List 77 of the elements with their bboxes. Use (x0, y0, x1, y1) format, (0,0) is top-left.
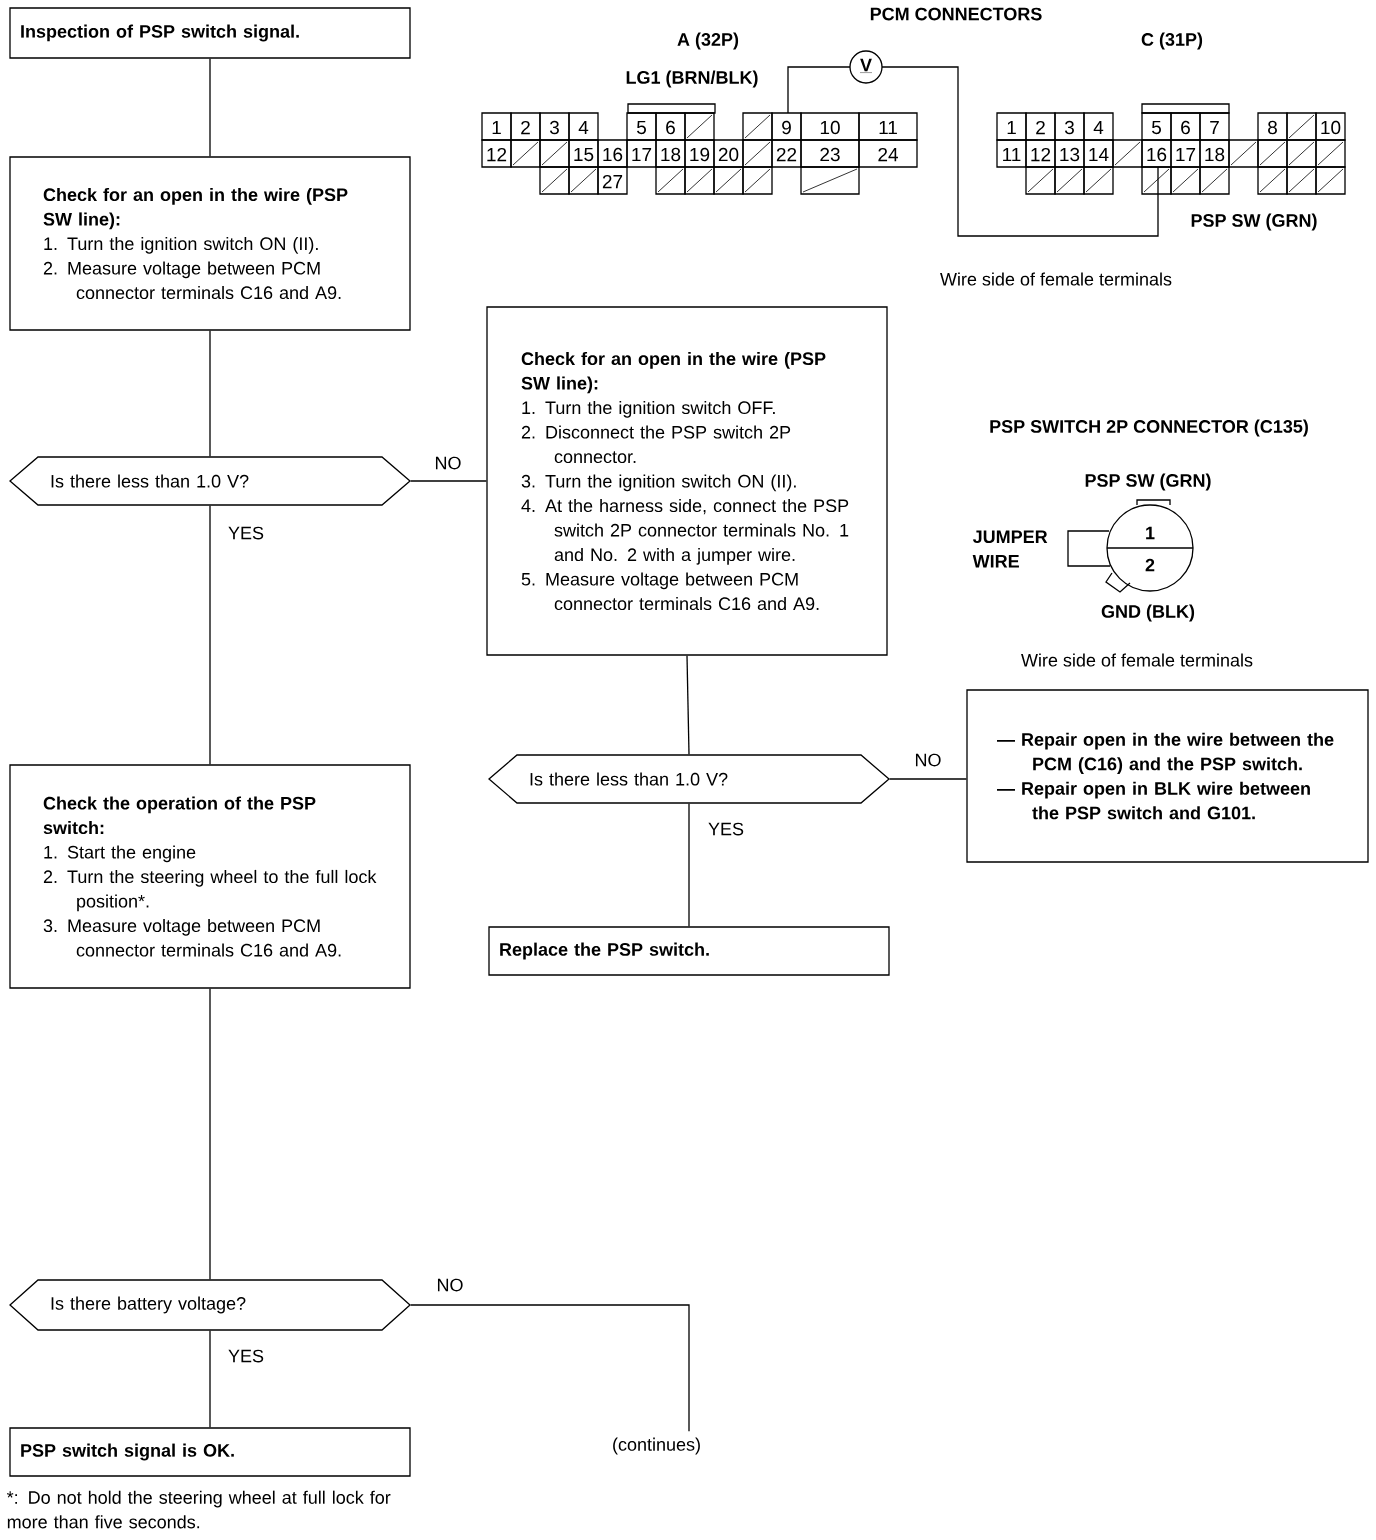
pin-number: 2 (521, 120, 530, 135)
pin-number: 24 (878, 147, 898, 162)
process-box: Replace the PSP switch. (488, 926, 890, 976)
process-box: PSP switch signal is OK. (9, 1427, 411, 1477)
terminal-number: 1 (1146, 526, 1155, 540)
pin-number: 3 (549, 120, 559, 135)
pin-number: 9 (782, 120, 791, 135)
connector-line (686, 655, 690, 755)
wire-label: PSP SW (GRN) (1191, 213, 1317, 231)
edge-label: YES (228, 1349, 264, 1363)
pin-number: 5 (636, 120, 646, 135)
connector-line (209, 1330, 211, 1428)
pin-number: 27 (602, 174, 623, 189)
pin-number: 10 (1321, 120, 1341, 135)
voltmeter-label: V (859, 58, 873, 73)
jumper-label: JUMPER WIRE (972, 530, 1048, 568)
pin-number: 16 (603, 147, 623, 162)
pin-number: 18 (661, 147, 681, 162)
pin-number: 15 (574, 147, 594, 162)
pin-number: 17 (632, 148, 652, 162)
decision-hexagon: Is there less than 1.0 V? (9, 456, 411, 506)
pin-number: 12 (1031, 147, 1051, 162)
edge-label: YES (228, 526, 264, 540)
pin-number: 22 (776, 147, 797, 162)
pin-number: 17 (1176, 148, 1196, 162)
pin-number: 2 (1036, 120, 1045, 135)
step-box: Check for an open in the wire (PSP SW line): 1. Turn the ignition switch ON (II). 2. Measure voltage between PCM connector terminals C16 and A9. (9, 156, 411, 331)
edge-label: NO (915, 753, 941, 767)
pin-number: 20 (718, 147, 739, 162)
edge-label: NO (435, 456, 461, 470)
terminal-number: 2 (1145, 558, 1155, 572)
connector-line (209, 330, 211, 457)
pin-number: 19 (690, 147, 710, 162)
repair-box: — Repair open in the wire between the PCM (C16) and the PSP switch. — Repair open in BLK wire between the PSP switch and G101. (966, 689, 1369, 863)
pin-number: 1 (1007, 121, 1016, 135)
pin-number: 18 (1205, 147, 1225, 162)
connector-line (410, 480, 487, 482)
decision-hexagon: Is there less than 1.0 V? (488, 754, 890, 804)
wire-label: GND (BLK) (1101, 604, 1195, 622)
edge-label: NO (437, 1278, 463, 1292)
pin-number: 1 (492, 121, 501, 135)
pin-number: 6 (1181, 120, 1190, 135)
pin-number: 7 (1210, 121, 1219, 135)
decision-hexagon: Is there battery voltage? (9, 1279, 411, 1331)
connector-line (209, 58, 211, 157)
step-box: Check for an open in the wire (PSP SW line): 1. Turn the ignition switch OFF. 2. Disconnect the PSP switch 2P connector. 3. Turn the ignition switch ON (II). 4. At the harness side, connect the PSP switch 2P connector terminals No. 1 and No. 2 with a jumper wire. 5. Measure voltage between PCM connector terminals C16 and A9. (486, 306, 888, 656)
pin-number: 12 (487, 147, 507, 162)
continuation-text: (continues) (613, 1437, 700, 1455)
pin-number: 4 (578, 121, 589, 135)
pin-number: 13 (1060, 147, 1080, 162)
process-box: Inspection of PSP switch signal. (9, 7, 411, 59)
pin-number: 14 (1089, 148, 1109, 162)
connector-label: C (31P) (1141, 32, 1203, 50)
note-text: Wire side of female terminals (940, 272, 1172, 286)
connector-title: PCM CONNECTORS (870, 7, 1042, 21)
wire-label: PSP SW (GRN) (1085, 473, 1211, 491)
connector-line (688, 803, 690, 927)
pin-number: 16 (1147, 147, 1167, 162)
note-text: Wire side of female terminals (1021, 653, 1253, 667)
connector-line (410, 1304, 690, 1432)
pin-number: 5 (1151, 120, 1161, 135)
connector-title: PSP SWITCH 2P CONNECTOR (C135) (990, 419, 1308, 437)
pin-number: 8 (1268, 120, 1277, 135)
pin-number: 11 (879, 121, 897, 135)
connector-line (889, 778, 967, 780)
pin-number: 4 (1093, 121, 1104, 135)
step-box: Check the operation of the PSP switch: 1. Start the engine 2. Turn the steering wheel to the full lock position*. 3. Measure voltage between PCM connector terminals C16 and A9. (9, 764, 411, 989)
pin-number: 6 (666, 120, 675, 135)
wire-label: LG1 (BRN/BLK) (626, 70, 758, 88)
pin-number: 3 (1064, 120, 1074, 135)
connector-label: A (32P) (677, 32, 739, 50)
edge-label: YES (708, 822, 744, 836)
connector-line (209, 988, 211, 1280)
pin-number: 11 (1003, 148, 1021, 162)
pin-number: 23 (820, 147, 840, 162)
pin-number: 10 (820, 120, 840, 135)
connector-line (209, 505, 211, 765)
